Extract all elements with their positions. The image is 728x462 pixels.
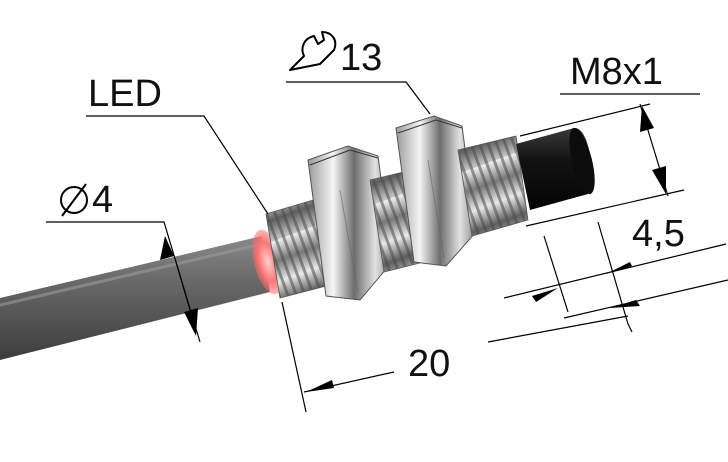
cable-diameter-value: 4 [92, 179, 113, 221]
cable [0, 236, 270, 360]
cap-length-value: 4,5 [632, 213, 685, 255]
wrench-icon [289, 31, 337, 71]
body-length-value: 20 [408, 343, 450, 385]
arrow-diameter-top [160, 236, 174, 260]
arrow-diameter-bottom [184, 308, 198, 336]
arrow-thread-bottom [652, 166, 666, 194]
arrow-length-left [306, 380, 334, 392]
sensing-cap [516, 127, 595, 210]
arrow-thread-top [640, 106, 654, 132]
wrench-size-value: 13 [340, 37, 382, 79]
thread-label: M8x1 [570, 51, 663, 93]
arrow-cap-left2 [610, 300, 640, 308]
arrow-cap-right [606, 262, 632, 274]
arrow-cap-left [532, 288, 558, 302]
led-label: LED [88, 73, 162, 115]
diameter-symbol-icon [60, 183, 88, 217]
dimension-arrows [160, 106, 666, 392]
threaded-body-front [457, 135, 529, 237]
